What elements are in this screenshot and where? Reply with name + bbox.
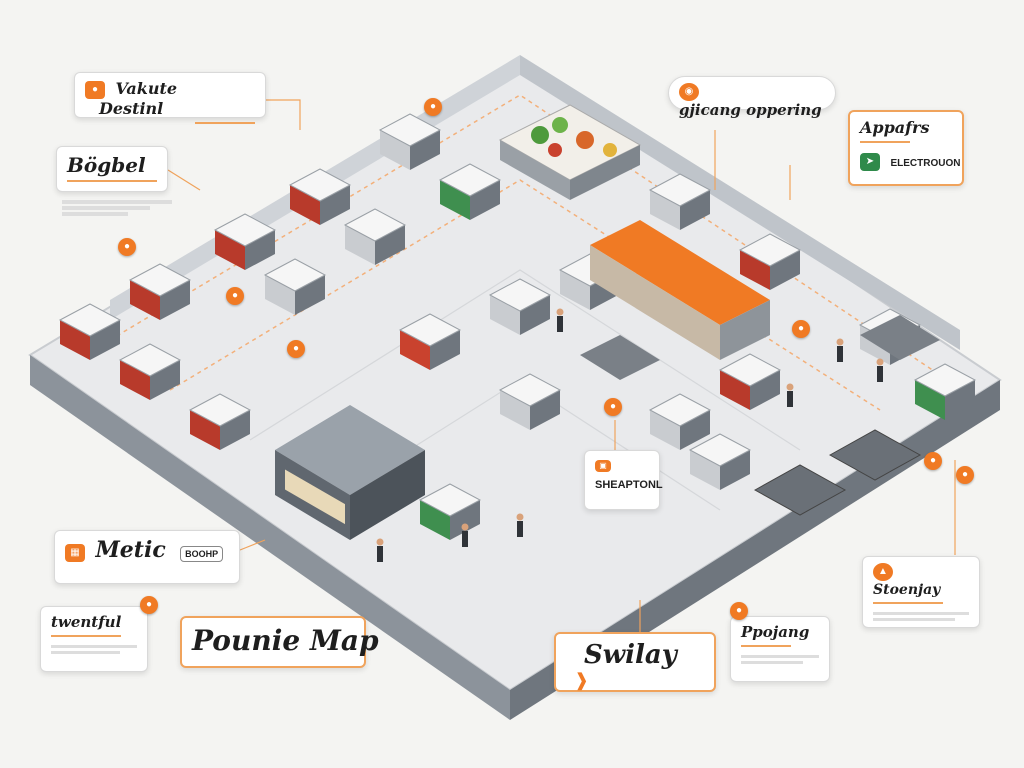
callout-appafrs[interactable]: Appafrs ➤ ELECTROUON <box>848 110 964 186</box>
shelf-unit <box>718 353 782 410</box>
bag-icon: ◉ <box>679 83 699 101</box>
map-title-card: Pounie Map <box>180 616 379 668</box>
tag-icon: ▣ <box>595 459 611 472</box>
map-pin-icon[interactable]: ● <box>924 452 942 470</box>
shelf-unit <box>913 363 977 420</box>
shelf-unit <box>488 278 552 335</box>
grid-icon: ▦ <box>65 543 85 562</box>
callout-vakute-destinl[interactable]: ● Vakute Destinl <box>74 72 266 124</box>
bogbel-fine-print <box>62 198 172 218</box>
shopper-figure <box>876 358 884 382</box>
callout-bogbel[interactable]: Bögbel <box>56 146 168 192</box>
accent-bar <box>873 602 943 605</box>
shelf-unit <box>498 373 562 430</box>
accent-bar <box>51 635 121 637</box>
callout-gjicang-oppering[interactable]: ◉ gjicang oppering <box>668 76 836 119</box>
callout-twentful[interactable]: twentful <box>40 606 148 672</box>
map-pin-icon[interactable]: ● <box>118 238 136 256</box>
shelf-unit <box>738 233 802 290</box>
accent-bar <box>860 141 910 143</box>
shelf-unit <box>213 213 277 270</box>
cart-icon: ❱ <box>574 670 590 690</box>
metic-badge: BOOHP <box>180 546 224 562</box>
accent-bar <box>67 180 157 182</box>
accent-bar <box>741 645 791 647</box>
shelf-unit <box>648 393 712 450</box>
map-pin-icon[interactable]: ● <box>792 320 810 338</box>
shelf-unit <box>58 303 122 360</box>
shelf-unit <box>128 263 192 320</box>
shelf-unit <box>343 208 407 265</box>
shelf-unit <box>188 393 252 450</box>
callout-swilay[interactable]: Swilay ❱ <box>554 632 716 692</box>
callout-ppojang[interactable]: Ppojang <box>730 616 830 682</box>
callout-stoenjay[interactable]: ▲ Stoenjay <box>862 556 980 628</box>
shelf-unit <box>378 113 442 170</box>
map-pin-icon[interactable]: ● <box>956 466 974 484</box>
map-pin-icon[interactable]: ● <box>424 98 442 116</box>
shelf-unit <box>118 343 182 400</box>
shopper-figure <box>516 513 524 537</box>
accent-bar <box>195 122 255 124</box>
shelf-unit <box>648 173 712 230</box>
shelf-unit <box>418 483 482 540</box>
map-pin-icon[interactable]: ● <box>287 340 305 358</box>
map-pin-icon[interactable]: ● <box>140 596 158 614</box>
shopper-figure <box>786 383 794 407</box>
callout-metic[interactable]: ▦ Metic BOOHP <box>54 530 240 584</box>
shopper-figure <box>556 308 564 332</box>
display-cases <box>580 315 940 516</box>
shoppers <box>376 308 884 562</box>
produce-island <box>498 104 642 200</box>
shopper-figure <box>376 538 384 562</box>
map-title: Pounie Map <box>192 624 379 657</box>
fire-icon: ▲ <box>873 563 893 581</box>
shopper-figure <box>836 338 844 362</box>
checkout-building <box>275 405 425 540</box>
plug-icon: ➤ <box>860 153 880 171</box>
map-pin-icon[interactable]: ● <box>730 602 748 620</box>
shopper-figure <box>461 523 469 547</box>
map-pin-icon[interactable]: ● <box>226 287 244 305</box>
store-pin-icon: ● <box>85 80 105 99</box>
map-pin-icon[interactable]: ● <box>604 398 622 416</box>
shelf-unit <box>288 168 352 225</box>
shelf-unit <box>398 313 462 370</box>
callout-sheptonl[interactable]: ▣ SHEAPTONL <box>584 450 663 510</box>
shelf-unit <box>263 258 327 315</box>
long-aisle-shelf <box>590 220 770 360</box>
shelf-unit <box>688 433 752 490</box>
shelf-unit <box>438 163 502 220</box>
shelf-units <box>58 113 977 540</box>
